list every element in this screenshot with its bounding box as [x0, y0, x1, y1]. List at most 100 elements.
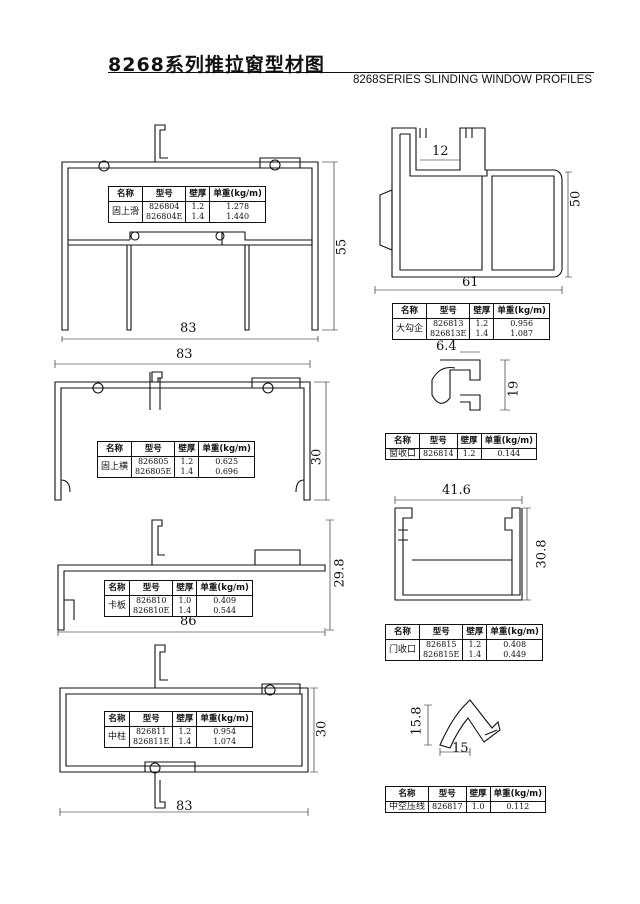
dim-label: 30.8: [534, 539, 550, 569]
model-value: 826811: [135, 727, 167, 736]
spec-table-826817: 名称 型号 壁厚 单重(kg/m) 中空压线 826817 1.0 0.112: [384, 786, 547, 813]
title-rule: [108, 72, 594, 73]
table-row: 中空压线 826817 1.0 0.112: [384, 801, 547, 813]
table-row: 窗收口 826814 1.2 0.144: [384, 448, 538, 460]
weight-value: 0.409: [213, 596, 237, 605]
profile-826810-drawing: [57, 519, 334, 636]
dim-label: 12: [432, 144, 449, 159]
table-header-row: 名称 型号 壁厚 单重(kg/m): [384, 786, 547, 802]
weight-value: 0.144: [497, 449, 521, 458]
profile-name: 中空压线: [384, 801, 430, 813]
thickness-value: 1.2: [468, 640, 482, 649]
table-header-row: 名称 型号 壁厚 单重(kg/m): [96, 441, 255, 457]
th-model: 型号: [129, 580, 174, 596]
th-thickness: 壁厚: [462, 624, 488, 640]
table-header-row: 名称 型号 壁厚 单重(kg/m): [384, 433, 538, 449]
profile-826813-drawing: [374, 127, 572, 294]
th-model: 型号: [426, 303, 471, 319]
dim-label: 15: [452, 741, 469, 756]
weight-value: 0.112: [506, 802, 530, 811]
th-model: 型号: [129, 711, 174, 727]
th-name: 名称: [384, 786, 430, 802]
profile-name: 大勾企: [391, 318, 428, 340]
table-header-row: 名称 型号 壁厚 单重(kg/m): [391, 303, 550, 319]
dim-label: 86: [180, 614, 197, 629]
th-weight: 单重(kg/m): [198, 441, 255, 457]
thickness-value: 1.0: [178, 596, 192, 605]
thickness-value: 1.0: [471, 802, 485, 811]
thickness-value: 1.2: [180, 457, 194, 466]
profile-name: 窗收口: [384, 448, 421, 460]
weight-value: 0.954: [213, 727, 237, 736]
th-weight: 单重(kg/m): [489, 786, 547, 802]
th-thickness: 壁厚: [456, 433, 482, 449]
profile-name: 门收口: [384, 639, 421, 661]
weight-cell: 0.112: [489, 801, 547, 813]
table-header-row: 名称 型号 壁厚 单重(kg/m): [107, 186, 266, 202]
th-name: 名称: [107, 186, 144, 202]
page-title: 8268系列推拉窗型材图: [108, 54, 325, 76]
th-name: 名称: [384, 433, 421, 449]
thickness-cell: 1.0: [465, 801, 491, 813]
table-header-row: 名称 型号 壁厚 单重(kg/m): [384, 624, 543, 640]
dim-label: 30: [309, 448, 325, 466]
model-value: 826815: [425, 640, 457, 649]
th-thickness: 壁厚: [185, 186, 211, 202]
th-weight: 单重(kg/m): [486, 624, 543, 640]
th-model: 型号: [131, 441, 176, 457]
spec-table-826814: 名称 型号 壁厚 单重(kg/m) 窗收口 826814 1.2 0.144: [384, 433, 538, 460]
model-value: 826814: [423, 449, 454, 458]
table-header-row: 名称 型号 壁厚 单重(kg/m): [103, 711, 253, 727]
thickness-value: 1.2: [178, 727, 192, 736]
weight-value: 1.087: [510, 329, 534, 338]
weight-value: 0.408: [503, 640, 527, 649]
dim-label: 6.4: [436, 339, 457, 354]
dim-label: 83: [176, 799, 193, 814]
model-value: 826805: [137, 457, 169, 466]
model-value: 826813: [432, 319, 464, 328]
th-name: 名称: [103, 580, 131, 596]
thickness-value: 1.2: [191, 202, 205, 211]
th-model: 型号: [142, 186, 187, 202]
model-value: 826810E: [133, 606, 170, 615]
page-subtitle: 8268SERIES SLINDING WINDOW PROFILES: [352, 74, 592, 86]
th-weight: 单重(kg/m): [493, 303, 550, 319]
weight-value: 1.278: [226, 202, 250, 211]
dim-label: 15.8: [409, 706, 425, 736]
model-cell: 826817: [428, 801, 467, 813]
dim-label: 83: [176, 347, 193, 362]
dim-label: 55: [334, 238, 350, 256]
dim-label: 29.8: [332, 558, 348, 588]
profile-826817-drawing: [424, 699, 501, 756]
model-value: 826811E: [133, 737, 170, 746]
th-thickness: 壁厚: [465, 786, 491, 802]
dim-label: 41.6: [442, 483, 471, 498]
th-name: 名称: [96, 441, 133, 457]
th-name: 名称: [391, 303, 428, 319]
dim-label: 61: [462, 275, 479, 290]
model-value: 826810: [135, 596, 167, 605]
profile-826815-drawing: [394, 496, 531, 601]
weight-cell: 0.144: [480, 448, 538, 460]
weight-value: 0.956: [510, 319, 534, 328]
